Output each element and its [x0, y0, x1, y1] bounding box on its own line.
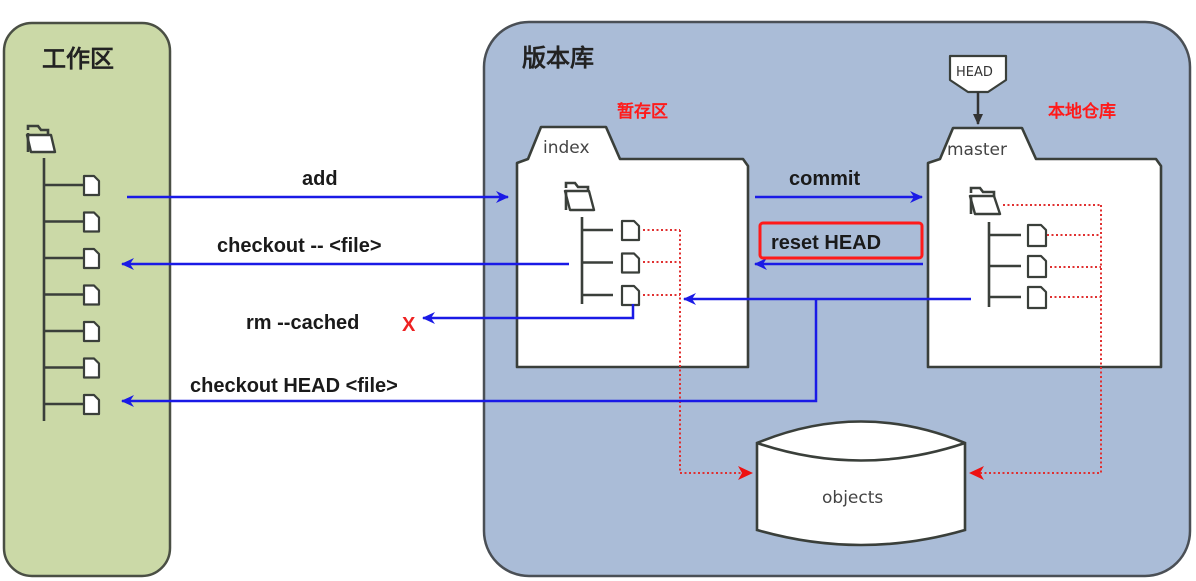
- file-icon: [620, 284, 641, 307]
- index-folder-icon: [563, 181, 596, 212]
- file-icon: [82, 284, 101, 306]
- rm-cached-command-label: rm --cached: [246, 312, 359, 334]
- commit-command-label: commit: [789, 168, 860, 190]
- head-pointer[interactable]: HEAD: [948, 54, 1008, 125]
- folder-icon: [25, 124, 57, 154]
- head-tag-shape: [948, 54, 1008, 94]
- file-icon: [82, 357, 101, 379]
- working-directory-zone: 工作区: [2, 21, 172, 578]
- index-file-list: [582, 219, 641, 307]
- master-folder-icon: [968, 186, 1002, 216]
- index-to-objects-reference: [679, 230, 753, 480]
- objects-store[interactable]: objects: [755, 420, 967, 547]
- checkout-head-file-arrow[interactable]: [121, 299, 818, 407]
- checkout-file-command-label: checkout -- <file>: [217, 235, 382, 257]
- reset-head-highlight-box: [758, 221, 924, 260]
- master-tab-label: master: [947, 140, 1007, 160]
- command-arrows: add checkout -- <file> rm --cached X com…: [121, 168, 971, 407]
- file-icon: [620, 219, 641, 242]
- rm-cached-x-mark: X: [402, 314, 416, 336]
- file-icon: [82, 320, 101, 343]
- file-icon: [1026, 223, 1048, 248]
- local-repo-annotation: 本地仓库: [1048, 101, 1116, 122]
- index-store[interactable]: index: [515, 125, 750, 369]
- objects-label: objects: [822, 488, 883, 508]
- master-file-list: [989, 223, 1048, 310]
- head-label: HEAD: [956, 65, 993, 80]
- working-directory-title: 工作区: [42, 45, 114, 73]
- object-references: [643, 204, 1102, 480]
- master-folder-shape: [926, 126, 1163, 369]
- file-icon: [1026, 285, 1048, 310]
- file-icon: [82, 247, 101, 270]
- working-file-list: [44, 174, 101, 416]
- repository-title: 版本库: [522, 44, 594, 72]
- file-icon: [620, 252, 641, 274]
- add-command-label: add: [302, 168, 338, 190]
- master-store[interactable]: master: [926, 126, 1163, 369]
- reset-head-command-label: reset HEAD: [771, 232, 881, 254]
- index-folder-shape: [515, 125, 750, 369]
- file-icon: [82, 211, 101, 233]
- staging-area-annotation: 暂存区: [617, 101, 668, 122]
- objects-cylinder-body: [755, 420, 967, 547]
- checkout-head-file-command-label: checkout HEAD <file>: [190, 375, 398, 397]
- objects-cylinder-rim: [756, 441, 966, 462]
- file-icon: [1026, 254, 1048, 279]
- file-icon: [82, 174, 101, 197]
- file-icon: [82, 393, 101, 416]
- rm-cached-arrow[interactable]: [422, 304, 635, 324]
- index-tab-label: index: [543, 138, 590, 158]
